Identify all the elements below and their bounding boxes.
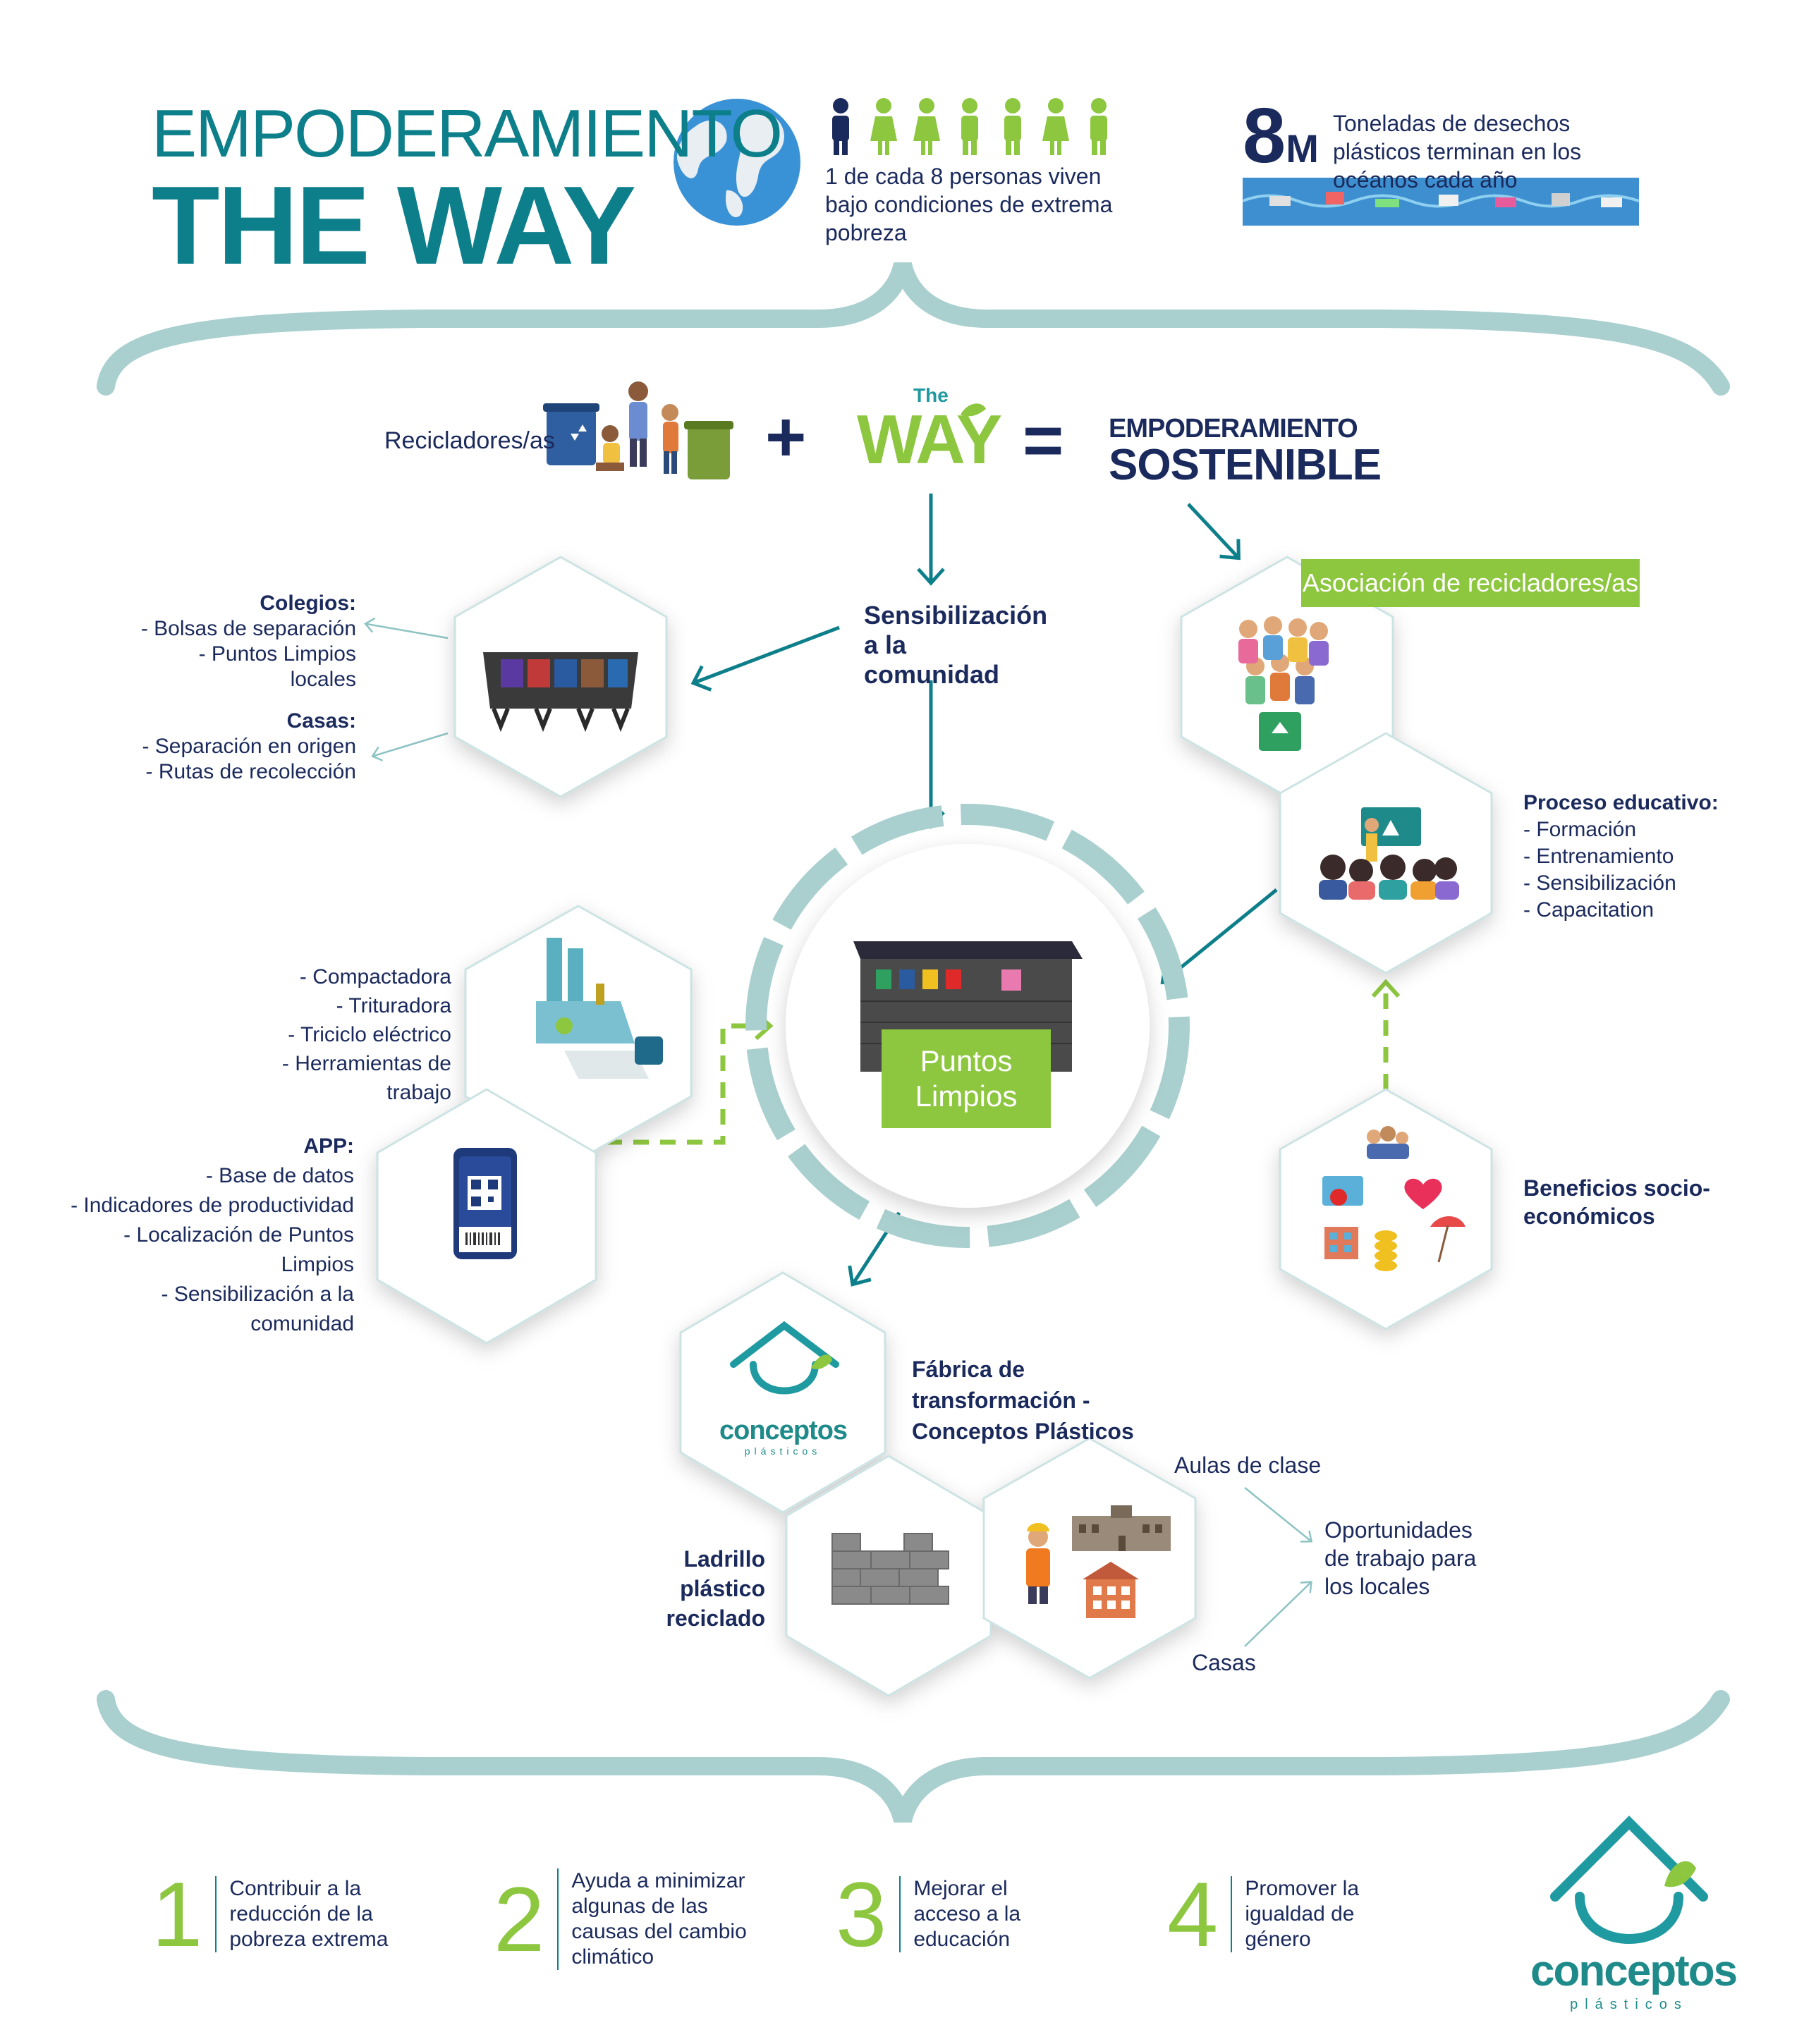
footer-logo-word: conceptos [1530,1947,1738,1995]
construction-worker-icon [1026,1523,1050,1604]
goal-4-number: 4 [1167,1863,1219,1966]
education-title: Proceso educativo: [1523,791,1719,814]
the-way-logo-the: The [913,384,949,406]
education-item-4: - Capacitation [1523,898,1654,922]
title-line2: THE WAY [152,164,636,288]
equipment-item-2: - Trituradora [336,994,451,1017]
result-line1: EMPODERAMIENTO [1109,414,1358,443]
goal-3-number: 3 [836,1863,887,1966]
top-brace [97,262,1730,396]
goal-1-text: Contribuir a la reducción de la pobreza … [215,1876,398,1952]
app-title: APP: [303,1134,354,1158]
sorting-bins-icon [483,652,638,733]
homes-title: Casas: [286,709,356,733]
the-way-logo-way: WAY [857,400,1002,478]
factory-logo-sub: plásticos [744,1445,822,1457]
waste-number: 8M [1243,97,1319,188]
schools-block: Colegios: - Bolsas de separación - Punto… [127,591,356,692]
jobs-classrooms: Aulas de clase [1174,1452,1322,1478]
education-item-2: - Entrenamiento [1523,845,1674,868]
hex-jobs [982,1437,1197,1679]
sensitization-title: Sensibilización a la comunidad [864,601,1048,689]
waste-number-unit: M [1286,126,1319,171]
hex-education [1279,732,1493,974]
plus-sign: + [765,398,807,477]
ocean-waste-icon [1242,178,1640,226]
the-way-logo: The WAY [857,384,1002,478]
classroom-training-icon [1319,807,1459,900]
equipment-item-1: - Compactadora [299,965,451,989]
house-building-icon [1083,1562,1139,1618]
education-item-3: - Sensibilización [1523,871,1676,895]
equals-sign: = [1023,401,1064,480]
goal-3-text: Mejorar el acceso a la educación [899,1876,1075,1952]
app-item-2: - Indicadores de productividad [71,1194,354,1217]
the-way-leaf-icon [961,403,986,417]
homes-item-1: - Separación en origen [142,735,356,758]
app-item-4: - Sensibilización a la comunidad [161,1283,354,1335]
globe-icon [674,99,800,226]
recyclers-illustration-icon [543,381,733,479]
schools-item-1: - Bolsas de separación [140,617,356,640]
equipment-block: - Compactadora - Trituradora - Triciclo … [212,962,451,1107]
goal-4: 4 Promover la igualdad de género [1167,1868,1421,1960]
plastic-brick-wall-icon [831,1533,949,1605]
jobs-opportunities: Oportunidades de trabajo para los locale… [1324,1517,1477,1599]
factory-title: Fábrica de transformación - Conceptos Pl… [912,1357,1134,1444]
equipment-item-3: - Triciclo eléctrico [288,1023,451,1046]
schools-item-2: - Puntos Limpios locales [198,642,356,691]
sustainable-empowerment: EMPODERAMIENTO SOSTENIBLE [1109,414,1382,489]
people-pictogram-icon [832,98,1107,155]
association-label: Asociación de recicladores/as [1301,559,1640,607]
waste-stat: Toneladas de desechos plásticos terminan… [1333,111,1582,192]
goal-4-text: Promover la igualdad de género [1231,1876,1421,1952]
waste-number-value: 8 [1243,92,1286,179]
goal-1-number: 1 [152,1863,203,1966]
community-group-icon [1238,616,1329,751]
schools-title: Colegios: [260,592,356,615]
footer-logo-sub: plásticos [1570,1997,1688,2012]
goal-3: 3 Mejorar el acceso a la educación [836,1868,1075,1960]
hex-benefits [1279,1088,1493,1330]
socio-economic-benefits-icon [1322,1126,1465,1271]
homes-block: Casas: - Separación en origen - Rutas de… [127,709,356,785]
bottom-brace [97,1690,1730,1823]
app-item-1: - Base de datos [205,1164,354,1187]
footer-conceptos-logo-icon [1550,1816,1708,1944]
app-block: APP: - Base de datos - Indicadores de pr… [71,1132,354,1339]
result-line2: SOSTENIBLE [1109,441,1382,489]
phone-qr-icon [453,1148,517,1259]
homes-item-2: - Rutas de recolección [145,760,356,783]
conceptos-logo-icon [730,1321,839,1395]
school-building-icon [1072,1505,1171,1551]
recyclers-label: Recicladores/as [384,427,555,454]
goal-2: 2 Ayuda a minimizar algunas de las causa… [494,1868,776,1970]
education-item-1: - Formación [1523,818,1637,841]
jobs-homes: Casas [1192,1650,1256,1675]
goal-2-text: Ayuda a minimizar algunas de las causas … [557,1868,776,1970]
poverty-stat: 1 de cada 8 personas viven bajo condicio… [825,164,1113,245]
header-title: EMPODERAMIENTO THE WAY [152,96,783,288]
title-line1: EMPODERAMIENTO [152,96,783,171]
goal-2-number: 2 [494,1868,545,1971]
benefits-title: Beneficios socio-económicos [1523,1175,1710,1229]
recycling-plant-icon [536,938,663,1079]
puntos-limpios-label: Puntos Limpios [882,1029,1051,1128]
brick-title: Ladrillo plástico reciclado [666,1546,765,1631]
goal-1: 1 Contribuir a la reducción de la pobrez… [152,1868,398,1960]
factory-logo-word: conceptos [719,1416,848,1445]
app-item-3: - Localización de Puntos Limpios [123,1223,354,1276]
education-block: Proceso educativo: - Formación - Entrena… [1523,790,1749,924]
equipment-item-4: - Herramientas de trabajo [281,1052,451,1104]
